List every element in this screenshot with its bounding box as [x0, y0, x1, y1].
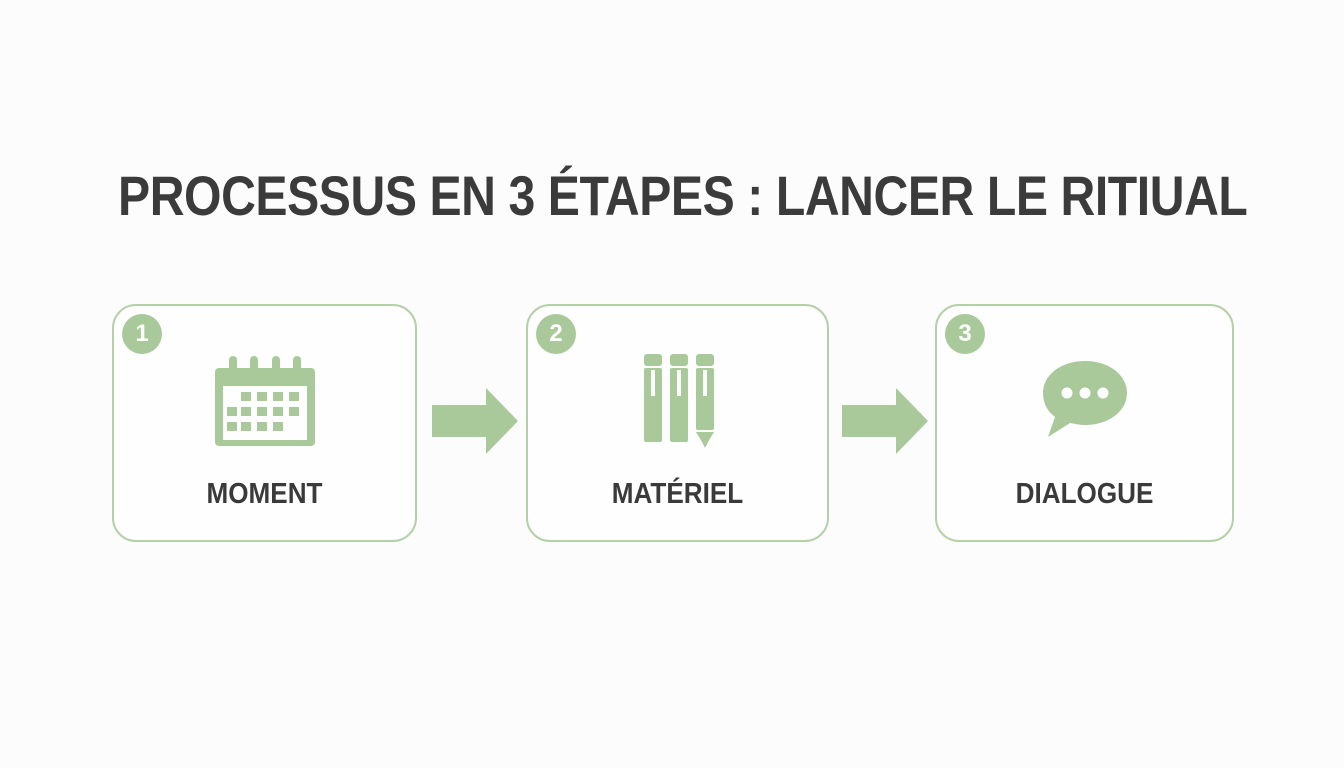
arrow-right-icon [432, 388, 518, 454]
step-label: MOMENT [206, 478, 323, 510]
step-card-dialogue: 3 DIALOGUE [935, 304, 1234, 542]
step-number-badge: 2 [536, 314, 576, 354]
step-label: DIALOGUE [1015, 478, 1154, 510]
step-number-badge: 3 [945, 314, 985, 354]
page-title: PROCESSUS EN 3 ÉTAPES : LANCER LE RITIUA… [118, 164, 1248, 227]
step-number-badge: 1 [122, 314, 162, 354]
arrow-right-icon [842, 388, 928, 454]
step-label: MATÉRIEL [611, 478, 744, 510]
step-card-moment: 1 [112, 304, 417, 542]
speech-bubble-icon [1042, 361, 1127, 437]
markers-icon [643, 354, 714, 448]
step-card-materiel: 2 [526, 304, 829, 542]
calendar-icon [214, 356, 315, 446]
